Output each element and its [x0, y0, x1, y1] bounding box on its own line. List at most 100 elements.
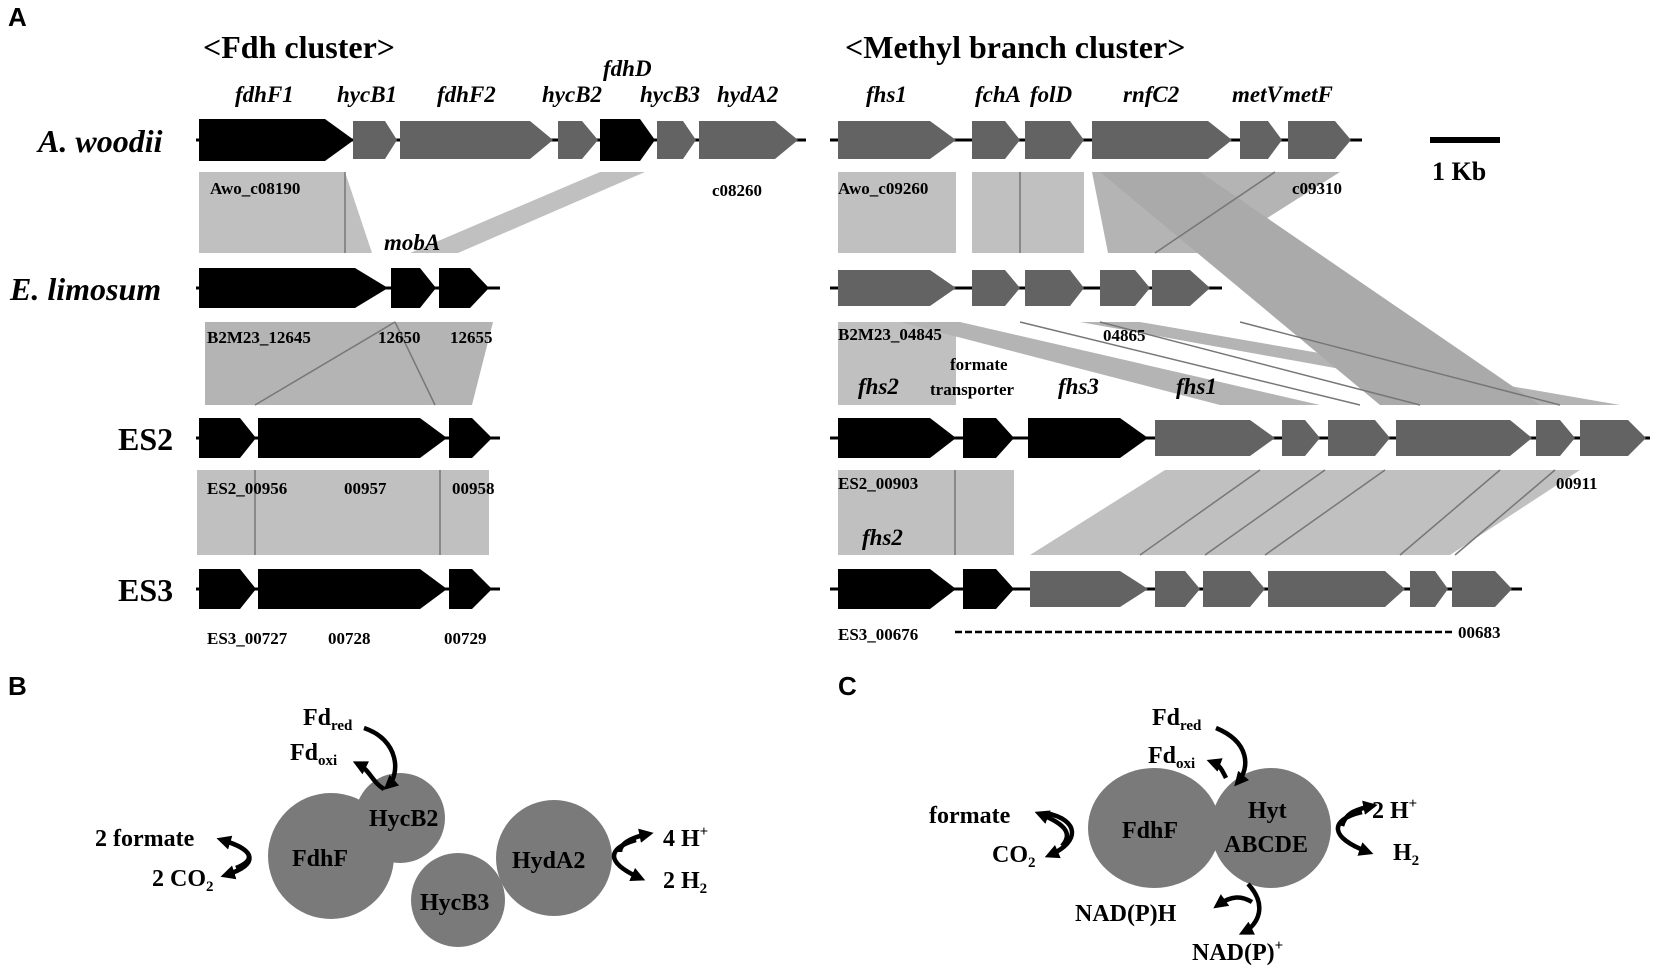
hyt-label: Hyt	[1248, 798, 1287, 824]
hydrogen-arrow	[617, 828, 654, 853]
co2-label: CO2	[992, 842, 1036, 871]
formate-label: formate	[929, 803, 1011, 829]
homology-band	[838, 172, 956, 253]
gene-arrow	[1240, 121, 1282, 159]
h-plus-label: 4 H+	[663, 824, 708, 852]
gene-arrow	[449, 569, 492, 609]
gene-label: fhs2	[858, 374, 899, 399]
locus-tag: ES2_00903	[838, 474, 918, 493]
gene-label: fhs3	[1058, 374, 1099, 399]
gene-label: fhs1	[866, 82, 907, 107]
locus-tag: ES3_00727	[207, 629, 288, 648]
fdh-cluster-title: <Fdh cluster>	[203, 29, 395, 65]
locus-tag: 04865	[1103, 326, 1146, 345]
locus-tag: Awo_c08190	[210, 179, 300, 198]
es3-methyl-genes	[838, 569, 1512, 609]
formate-arrow	[1044, 810, 1075, 859]
locus-tag: 12650	[378, 328, 421, 347]
homology-band	[972, 172, 1084, 253]
h2-label: H2	[1393, 840, 1419, 869]
gene-arrow	[1288, 121, 1351, 159]
gene-arrow	[1092, 121, 1232, 159]
hyda2-label: HydA2	[512, 848, 585, 874]
hyt-protein	[1211, 768, 1331, 888]
homology-band	[900, 322, 1320, 405]
gene-label: mobA	[384, 230, 440, 255]
locus-tag: 00958	[452, 479, 495, 498]
panel-label-a: A	[8, 2, 27, 32]
gene-label: transporter	[930, 380, 1014, 399]
panel-b-diagram: FdhF HycB2 HycB3 HydA2 Fdred Fdoxi 2 for…	[95, 705, 708, 947]
gene-arrow	[1155, 420, 1275, 456]
locus-tag: ES3_00676	[838, 625, 918, 644]
es2-fdh-genes	[199, 418, 492, 458]
gene-label: fdhF2	[437, 82, 496, 107]
hycb2-protein	[355, 773, 445, 863]
gene-arrow	[972, 270, 1020, 306]
es2-methyl-genes	[838, 418, 1646, 458]
locus-tag: B2M23_12645	[207, 328, 311, 347]
gene-arrow	[449, 418, 492, 458]
gene-label: metF	[1283, 82, 1333, 107]
nadph-label: NAD(P)H	[1075, 901, 1177, 927]
hydrogen-arrow	[1335, 809, 1374, 856]
gene-arrow	[199, 268, 388, 308]
gene-arrow	[1282, 420, 1320, 456]
gene-arrow	[1100, 270, 1150, 306]
locus-tag: 12655	[450, 328, 493, 347]
gene-arrow	[400, 121, 553, 159]
hydrogen-arrow	[611, 837, 646, 882]
gene-arrow	[1452, 571, 1512, 607]
gene-arrow	[1030, 571, 1148, 607]
hycb3-label: HycB3	[420, 890, 489, 916]
locus-tag: 00728	[328, 629, 371, 648]
hyt-abcde-label: ABCDE	[1224, 832, 1308, 858]
strain-elimosum: E. limosum	[9, 271, 161, 307]
fd-oxi-label: Fdoxi	[1148, 743, 1195, 772]
gene-arrow	[972, 121, 1020, 159]
homology-band	[838, 322, 956, 405]
gene-arrow	[699, 121, 798, 159]
gene-arrow	[1580, 420, 1646, 456]
fd-arrow	[352, 761, 386, 791]
homology-band	[199, 172, 372, 253]
gene-label: fhs1	[1176, 374, 1217, 399]
gene-arrow	[1536, 420, 1575, 456]
homology-lines	[254, 171, 1561, 556]
awoodii-fdh-genes	[199, 119, 798, 161]
locus-tag: 00729	[444, 629, 487, 648]
formate-arrow	[1034, 810, 1070, 848]
nadp-label: NAD(P)+	[1192, 938, 1283, 966]
gene-label: fchA	[975, 82, 1021, 107]
panel-label-b: B	[8, 671, 27, 701]
fdhf-protein	[1088, 768, 1220, 888]
gene-arrow	[1396, 420, 1532, 456]
gene-arrow	[558, 121, 598, 159]
locus-tag: B2M23_04845	[838, 325, 942, 344]
locus-tag: 00957	[344, 479, 387, 498]
gene-arrow	[353, 121, 397, 159]
locus-tag: 00911	[1556, 474, 1598, 493]
gene-label: hycB2	[542, 82, 602, 107]
panel-label-c: C	[838, 671, 857, 701]
fd-oxi-label: Fdoxi	[290, 740, 337, 769]
strain-es2: ES2	[118, 421, 173, 457]
locus-tag: c09310	[1292, 179, 1342, 198]
hydrogen-arrow	[1339, 800, 1378, 827]
gene-arrow	[657, 121, 696, 159]
homology-shading	[197, 172, 1620, 555]
fd-arrow	[1206, 758, 1229, 780]
formate-arrow	[216, 835, 252, 871]
nadph-arrow	[1238, 882, 1262, 935]
gene-arrow	[963, 569, 1014, 609]
formate-label: 2 formate	[95, 826, 195, 852]
gene-arrow	[838, 569, 956, 609]
locus-tag: c08260	[712, 181, 762, 200]
gene-arrow	[1155, 571, 1200, 607]
gene-label: metV	[1232, 82, 1283, 107]
fdhf-label: FdhF	[292, 846, 348, 872]
gene-arrow	[258, 418, 447, 458]
gene-arrow	[1025, 121, 1084, 159]
gene-arrow	[1203, 571, 1265, 607]
